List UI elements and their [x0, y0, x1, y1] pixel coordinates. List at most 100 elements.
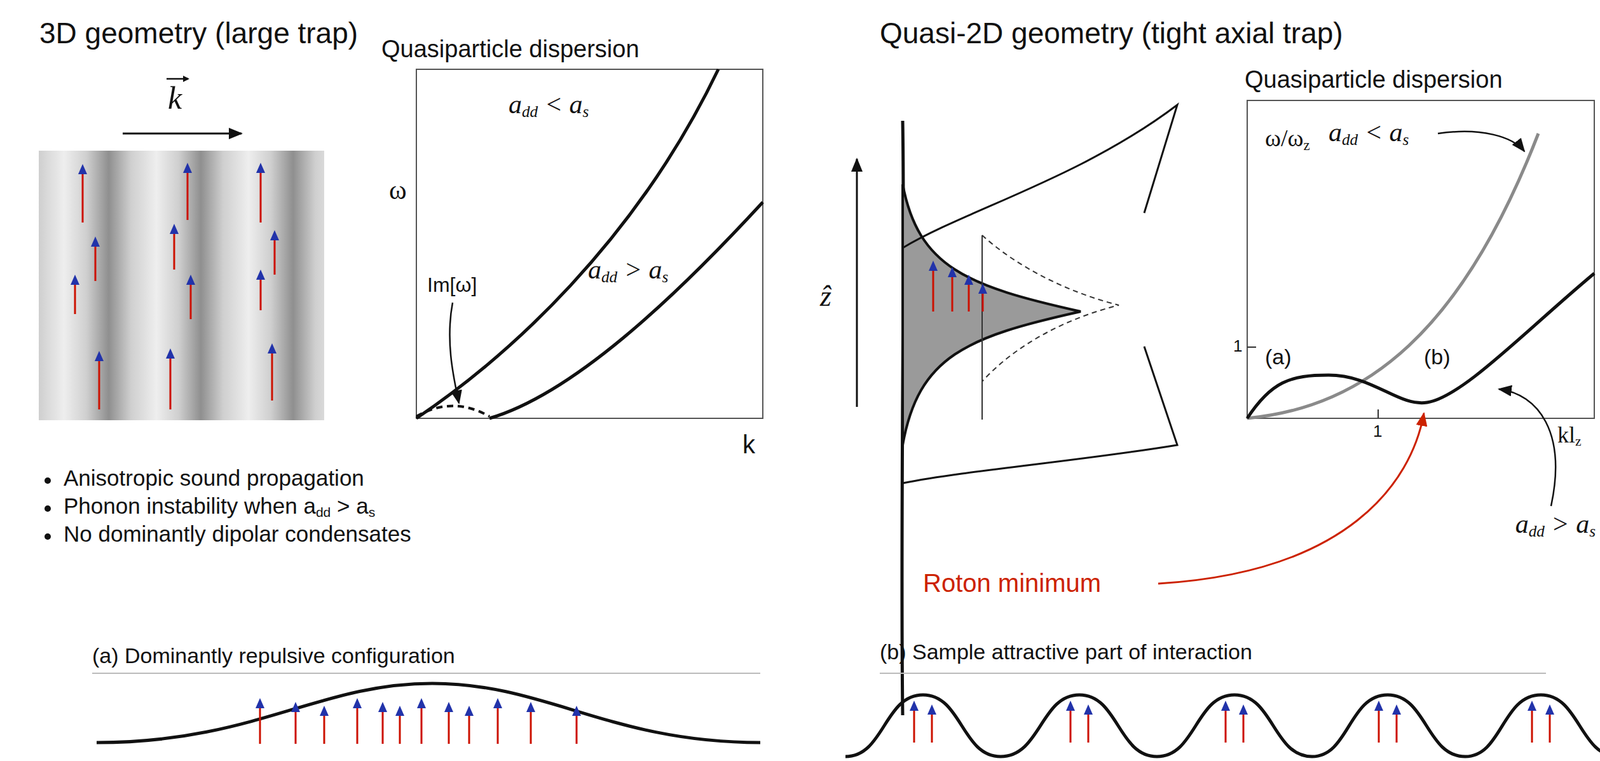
dipole-head: [526, 701, 536, 712]
dipole-stem: [1224, 708, 1227, 743]
section-title: 3D geometry (large trap): [39, 16, 358, 51]
dipole-stem: [913, 708, 916, 743]
curve-label: Im[ω]: [427, 273, 477, 297]
dipole-stem: [82, 171, 84, 223]
dipole-head: [1545, 704, 1555, 715]
curve-label: add > as: [1515, 508, 1596, 541]
curve-label: add < as: [1328, 116, 1409, 150]
curve-label: add > as: [588, 254, 669, 287]
dipole-stem: [169, 355, 172, 410]
tick: [1377, 409, 1379, 419]
dipole-head: [255, 697, 265, 709]
dipole-stem: [575, 713, 578, 744]
dipole-head: [267, 343, 277, 354]
point-label: (a): [1264, 344, 1292, 370]
bullet-text: No dominantly dipolar condensates: [63, 521, 412, 547]
dipole-stem: [259, 705, 262, 744]
dipole-stem: [420, 705, 423, 744]
short-wave: [845, 694, 1600, 757]
subscript: s: [368, 504, 376, 520]
dipole-head: [270, 230, 280, 241]
dipole-stem: [98, 358, 101, 410]
dipole-stem: [1087, 711, 1090, 743]
dipole-stem: [259, 170, 262, 223]
axis-label: ẑ: [820, 279, 832, 314]
bullet-dot: [44, 505, 51, 512]
bullet-text: Anisotropic sound propagation: [63, 465, 365, 491]
dipole-head: [572, 705, 582, 716]
subscript: dd: [1528, 522, 1545, 540]
point-label: (b): [1423, 344, 1451, 370]
dipole-head: [1238, 704, 1248, 715]
dipole-stem: [1069, 708, 1072, 743]
dipole-head: [186, 274, 196, 285]
dipole-head: [395, 705, 405, 716]
dipole-stem: [356, 705, 359, 744]
dipole-stem: [951, 274, 954, 312]
gaussian-profile: [902, 184, 1081, 445]
subscript: z: [1303, 137, 1311, 154]
dipole-stem: [323, 713, 326, 744]
wavevector-arrow: [122, 132, 242, 135]
vector-accent: [166, 78, 189, 81]
subscript: s: [582, 102, 590, 121]
dipole-head: [1083, 704, 1093, 715]
leader-arrow: [1437, 131, 1525, 152]
dipole-stem: [399, 713, 402, 744]
dipole-head: [291, 701, 301, 712]
axis-label: ω/ωz: [1264, 124, 1311, 154]
subscript: s: [1402, 130, 1410, 149]
dipole-stem: [271, 350, 274, 401]
dipole-head: [493, 697, 503, 709]
axis-label: k: [742, 429, 756, 459]
dipole-stem: [382, 709, 384, 744]
dipole-stem: [273, 237, 276, 275]
dipole-head: [444, 701, 454, 712]
dipole-head: [928, 260, 938, 271]
dipole-head: [947, 266, 957, 278]
subscript: s: [662, 268, 669, 286]
dipole-head: [909, 700, 919, 711]
dipole-stem: [497, 705, 500, 744]
axis-label: klz: [1557, 422, 1582, 450]
subscript: z: [1575, 433, 1582, 449]
bullet-dot: [44, 533, 51, 540]
bullet-text: Phonon instability when add > as: [63, 493, 376, 520]
dipole-stem: [448, 709, 451, 744]
subscript: dd: [601, 268, 618, 286]
dipole-head: [78, 164, 88, 175]
dipole-head: [94, 350, 104, 362]
dipole-stem: [94, 244, 97, 281]
subscript: dd: [315, 504, 331, 520]
panel-rule: [92, 672, 761, 674]
dipole-head: [1221, 700, 1231, 711]
roton-curve: [1247, 273, 1595, 419]
leader-arrow: [449, 302, 459, 404]
dipole-stem: [1242, 711, 1245, 743]
section-title: Quasi-2D geometry (tight axial trap): [879, 16, 1344, 51]
sheet-outline: [902, 346, 1178, 484]
dipole-head: [1527, 700, 1537, 711]
dispersion-curve: [416, 69, 719, 419]
dispersion-curve: [1247, 133, 1539, 419]
dipole-head: [464, 705, 474, 716]
tick-label: 1: [1373, 422, 1382, 442]
dipole-stem: [932, 268, 935, 312]
dipole-head: [978, 283, 988, 294]
subscript: s: [1589, 522, 1596, 540]
profile-dashed: [982, 235, 1119, 382]
dipole-head: [256, 269, 266, 280]
dipole-head: [183, 162, 192, 173]
curve-label: add < as: [508, 88, 589, 122]
dipole-head: [378, 701, 388, 712]
dipole-stem: [1378, 708, 1381, 743]
dipole-head: [70, 274, 80, 285]
dipole-stem: [74, 282, 77, 315]
panel-caption: (b) Sample attractive part of interactio…: [879, 639, 1253, 665]
dipole-stem: [530, 709, 533, 744]
dipole-head: [964, 274, 974, 285]
subscript: dd: [1341, 130, 1358, 149]
axis-label: ω: [389, 174, 407, 206]
subscript: dd: [521, 102, 538, 121]
